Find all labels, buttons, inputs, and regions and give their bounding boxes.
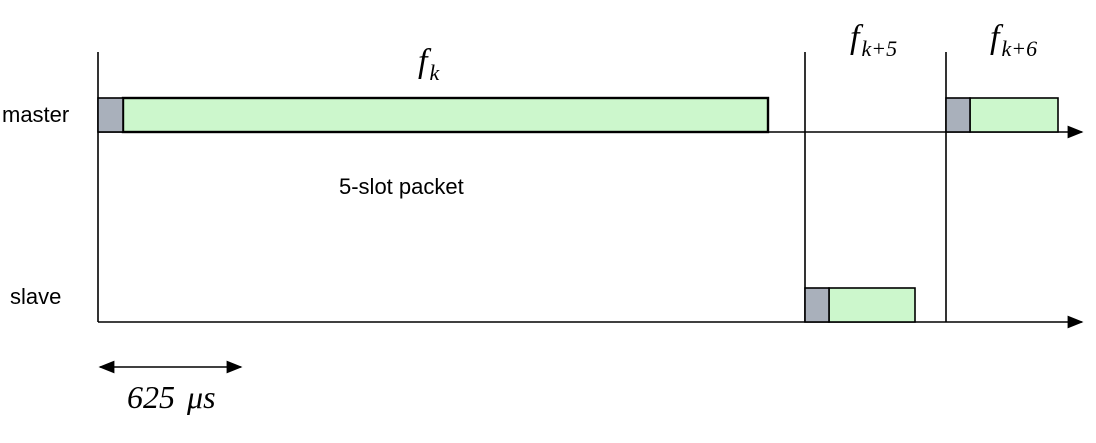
freq-fk6-sub: k+6 — [1001, 36, 1037, 61]
slot-duration-unit: μs — [186, 379, 216, 415]
freq-label-fk6: fk+6 — [990, 19, 1037, 61]
slot-duration-label: 625 μs — [127, 379, 216, 415]
master-5slot-header — [97, 97, 124, 133]
five-slot-packet-label: 5-slot packet — [339, 174, 464, 199]
slave-packet-k5-header — [804, 287, 830, 323]
master-5slot-payload — [121, 96, 770, 134]
slave-label: slave — [10, 284, 61, 309]
master-label: master — [2, 102, 69, 127]
freq-label-fk: fk — [418, 43, 440, 85]
master-packet-k6-payload — [969, 97, 1059, 133]
freq-fk-sub: k — [429, 60, 440, 85]
master-packet-k6-header — [945, 97, 971, 133]
slave-packet-k5-payload — [828, 287, 916, 323]
slot-duration-value: 625 — [127, 379, 175, 415]
freq-label-fk5: fk+5 — [850, 19, 897, 61]
freq-fk5-sub: k+5 — [861, 36, 897, 61]
